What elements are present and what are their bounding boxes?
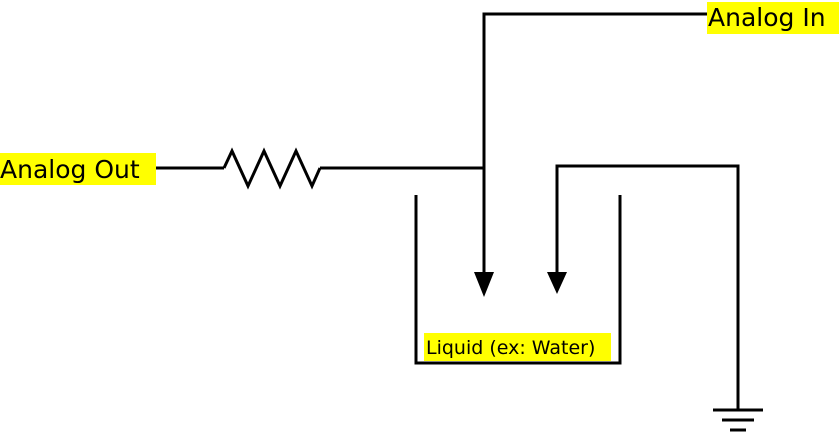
analog-in-label-group: Analog In	[707, 2, 839, 34]
liquid-container-icon	[414, 195, 622, 365]
ground-wire	[555, 164, 740, 387]
analog-in-highlight	[707, 2, 839, 34]
liquid-label-group: Liquid (ex: Water)	[424, 333, 611, 361]
probe-2-arrow-icon	[547, 272, 567, 294]
ground-icon	[713, 386, 763, 432]
analog-in-wire	[482, 12, 707, 276]
probe-1-arrow-icon	[474, 272, 494, 297]
analog-out-label-group: Analog Out	[0, 153, 156, 185]
analog-out-highlight	[0, 153, 156, 185]
resistor-icon	[222, 147, 322, 190]
analog-in-label: Analog In	[708, 3, 826, 32]
liquid-label: Liquid (ex: Water)	[426, 337, 595, 359]
liquid-highlight	[424, 333, 611, 361]
analog-out-label: Analog Out	[0, 155, 140, 184]
